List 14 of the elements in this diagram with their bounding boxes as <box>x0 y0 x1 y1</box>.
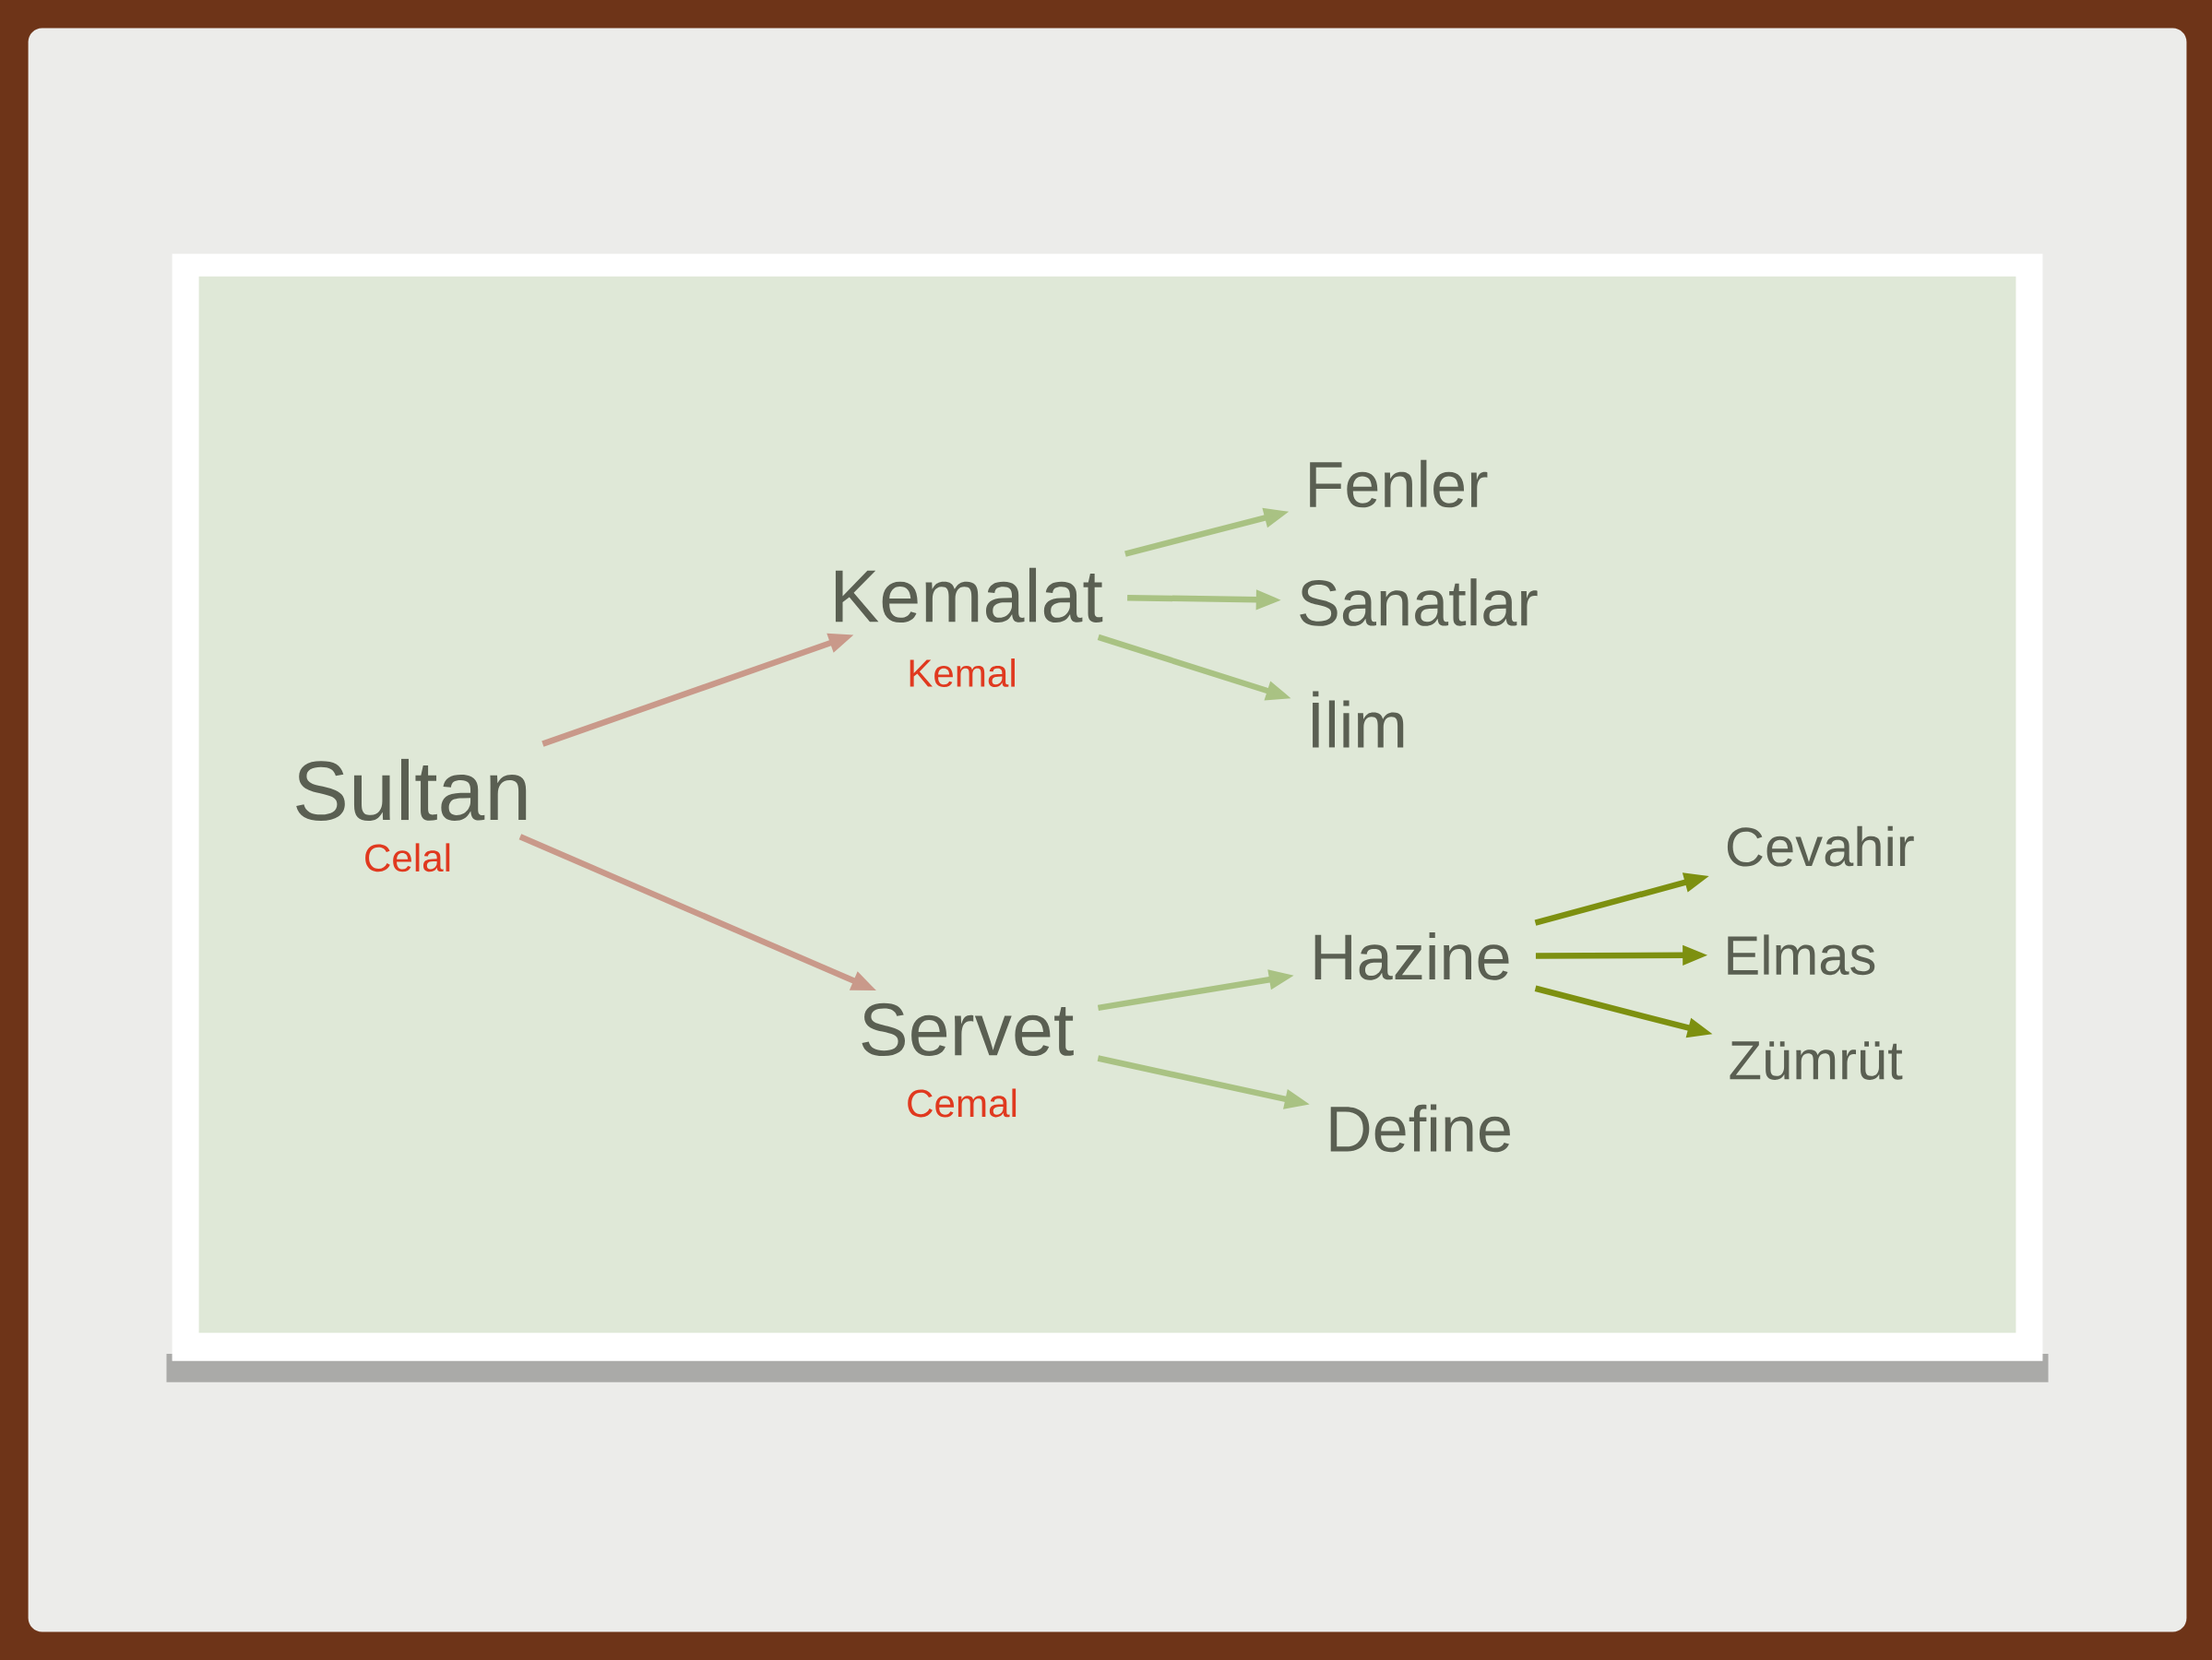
term-label: Cevahir <box>1727 825 1914 867</box>
annotation-label: Kemal <box>910 658 1015 687</box>
annotation-label: Celal <box>365 843 450 872</box>
term-label: Hazine <box>1314 932 1509 980</box>
term-label: Sultan <box>296 758 527 821</box>
term-label: Sanatlar <box>1300 578 1538 626</box>
term-label: Servet <box>862 1002 1074 1056</box>
term-label: Kemalat <box>835 567 1103 623</box>
term-label: Elmas <box>1728 934 1875 976</box>
term-label: Define <box>1330 1104 1510 1153</box>
annotation-label: Cemal <box>908 1088 1017 1118</box>
term-label: Fenler <box>1310 459 1488 508</box>
term-label: İlim <box>1313 691 1404 748</box>
term-label: Zümrüt <box>1730 1041 1903 1080</box>
